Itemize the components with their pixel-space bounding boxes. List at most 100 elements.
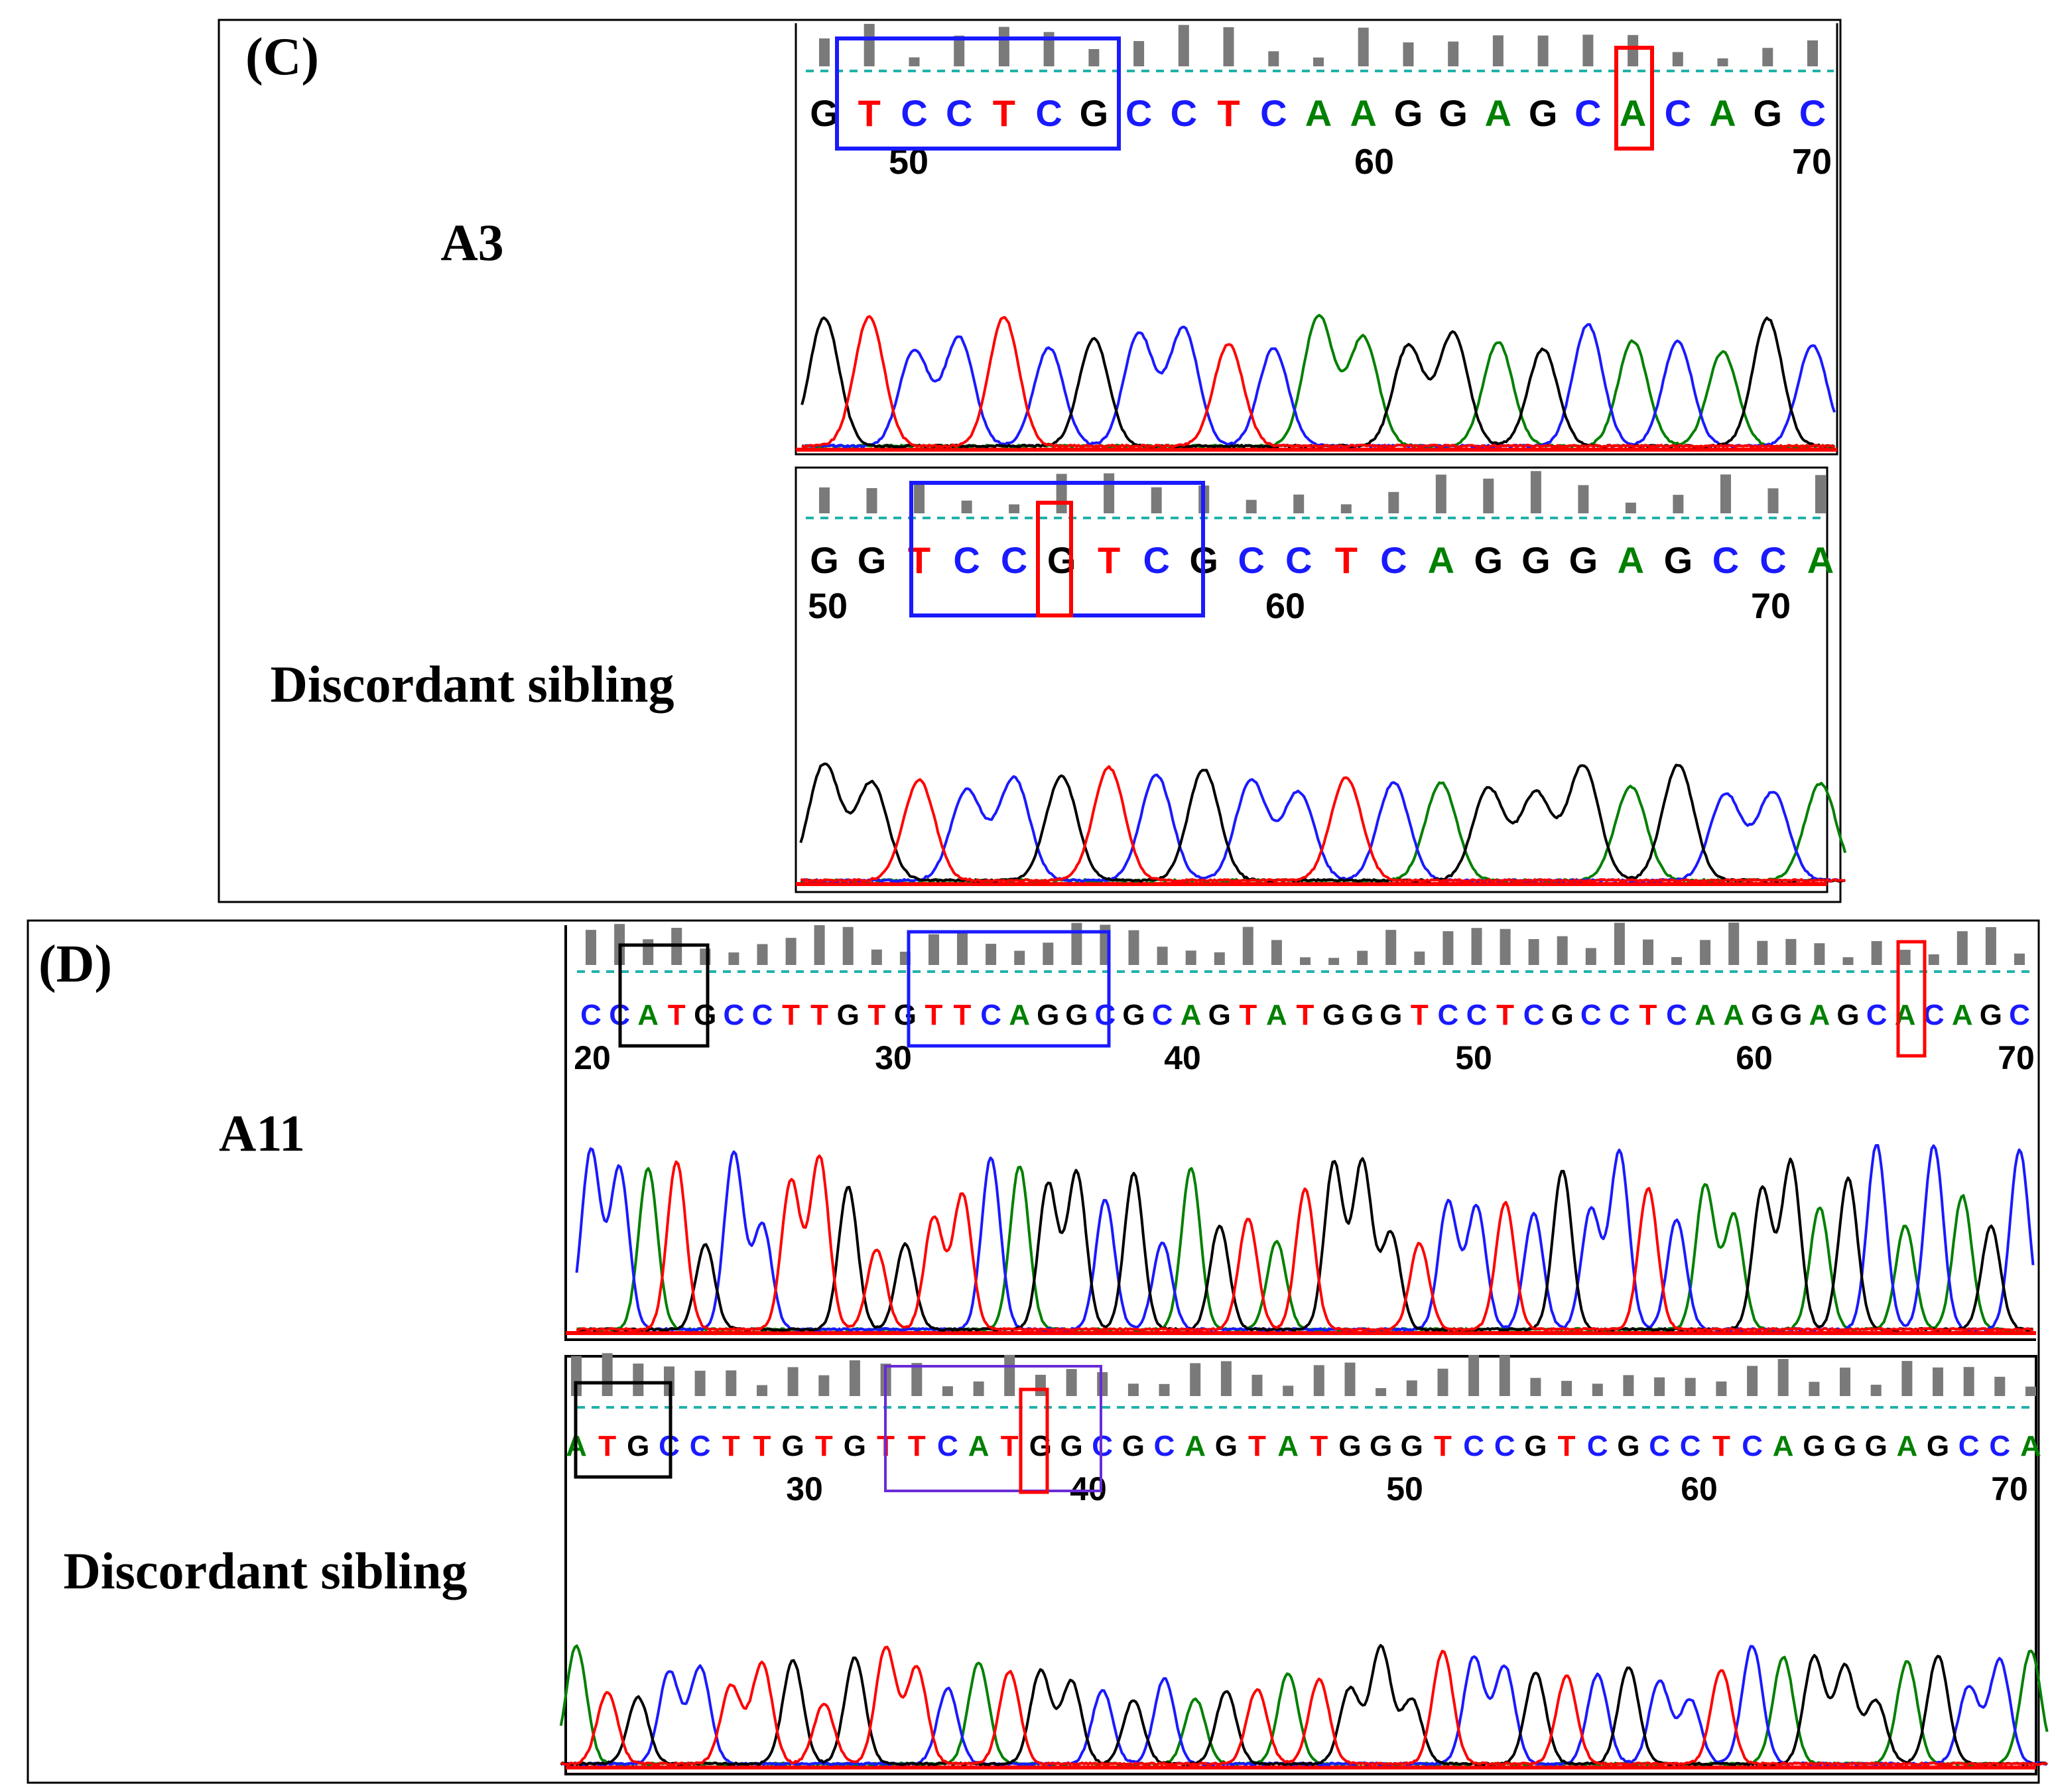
quality-bar — [1537, 35, 1549, 66]
quality-bar — [819, 38, 830, 66]
quality-bar — [1700, 940, 1711, 965]
base-call: A — [1695, 999, 1716, 1031]
base-call: A — [1897, 1430, 1918, 1462]
quality-bar — [1043, 942, 1054, 965]
quality-bar — [1585, 948, 1596, 965]
base-call: T — [1335, 539, 1358, 581]
quality-bar — [1313, 57, 1324, 66]
base-call: G — [1439, 92, 1468, 134]
quality-bar — [1357, 950, 1368, 965]
base-call: A — [1709, 92, 1736, 134]
base-call: T — [668, 999, 686, 1031]
quality-bar — [1672, 52, 1683, 66]
base-call: T — [1496, 999, 1514, 1031]
base-call: C — [1580, 999, 1602, 1031]
base-call: G — [1379, 999, 1402, 1031]
quality-bar — [1088, 49, 1100, 66]
quality-bar — [633, 1364, 644, 1396]
base-call: G — [1394, 92, 1423, 134]
base-call: T — [867, 999, 885, 1031]
base-call: C — [1001, 539, 1027, 581]
quality-bar — [986, 944, 997, 965]
quality-bar — [1717, 58, 1728, 66]
position-label: 40 — [1164, 1039, 1201, 1076]
quality-bar — [726, 1370, 737, 1396]
quality-bar — [814, 925, 825, 965]
quality-bar — [1403, 42, 1414, 66]
quality-bar — [1928, 954, 1939, 965]
highlight-box-blue — [884, 1365, 1102, 1492]
quality-bar — [1654, 1377, 1665, 1396]
quality-bar — [1344, 1362, 1356, 1396]
base-call: G — [1122, 999, 1145, 1031]
base-call: G — [1060, 1430, 1082, 1462]
trace-a — [800, 781, 1847, 883]
quality-bar — [1043, 32, 1055, 66]
base-call: C — [1152, 999, 1173, 1031]
base-call: A — [1952, 999, 1973, 1031]
trace-t — [576, 1154, 2034, 1332]
quality-bar — [1685, 1377, 1696, 1396]
quality-bar — [1435, 474, 1446, 513]
quality-bar — [1448, 41, 1459, 66]
quality-bar — [929, 934, 939, 965]
base-call: T — [753, 1430, 771, 1462]
base-call: C — [1649, 1430, 1670, 1462]
base-call: C — [1285, 539, 1312, 581]
base-call: G — [1122, 1430, 1145, 1462]
quality-bar — [842, 927, 854, 965]
quality-bar — [909, 57, 920, 66]
trace-c — [560, 1645, 2048, 1766]
base-call: G — [1215, 1430, 1238, 1462]
quality-bar — [1767, 488, 1779, 513]
highlight-box-blue — [907, 930, 1111, 1048]
quality-bar — [1623, 1375, 1634, 1396]
quality-bar — [1815, 475, 1826, 513]
base-call: C — [1989, 1430, 2010, 1462]
quality-bar — [1785, 938, 1797, 965]
base-call: G — [844, 1430, 866, 1462]
trace-a — [801, 314, 1836, 448]
quality-bar — [1251, 1374, 1263, 1396]
base-call: T — [815, 1430, 833, 1462]
quality-bar — [1994, 1376, 2006, 1396]
quality-bar — [1340, 504, 1352, 513]
base-call: A — [1773, 1430, 1794, 1462]
quality-bar — [1578, 485, 1589, 513]
quality-bar — [1220, 1361, 1232, 1396]
base-call: T — [722, 1430, 740, 1462]
base-call: G — [1401, 1430, 1423, 1462]
quality-bar — [1406, 1380, 1417, 1396]
quality-bar — [1720, 474, 1731, 513]
position-label: 70 — [1792, 142, 1832, 182]
base-call: C — [1143, 539, 1169, 581]
base-call: C — [752, 999, 773, 1031]
quality-bar — [1437, 1368, 1448, 1396]
base-call: C — [1587, 1430, 1608, 1462]
quality-bar — [1747, 1366, 1758, 1396]
trace-g — [799, 762, 1846, 883]
base-call: A — [1181, 999, 1202, 1031]
base-call: T — [1434, 1430, 1452, 1462]
base-call: C — [724, 999, 745, 1031]
base-call: C — [1958, 1430, 1980, 1462]
quality-bar — [1388, 491, 1399, 513]
highlight-box-red — [1896, 940, 1927, 1058]
trace-g — [576, 1157, 2033, 1332]
base-call: C — [1380, 539, 1407, 581]
quality-bar — [1071, 923, 1082, 965]
base-call: G — [1664, 539, 1693, 581]
quality-bar — [911, 1363, 923, 1396]
quality-bar — [1582, 34, 1594, 66]
highlight-box-red — [1614, 46, 1654, 151]
base-call: A — [637, 999, 659, 1031]
base-call: A — [968, 1430, 990, 1462]
quality-bar — [586, 930, 596, 965]
quality-bar — [1104, 473, 1115, 513]
base-call: G — [1834, 1430, 1856, 1462]
quality-bar — [1500, 928, 1511, 965]
quality-bar — [1871, 941, 1882, 965]
base-call: G — [781, 1430, 804, 1462]
